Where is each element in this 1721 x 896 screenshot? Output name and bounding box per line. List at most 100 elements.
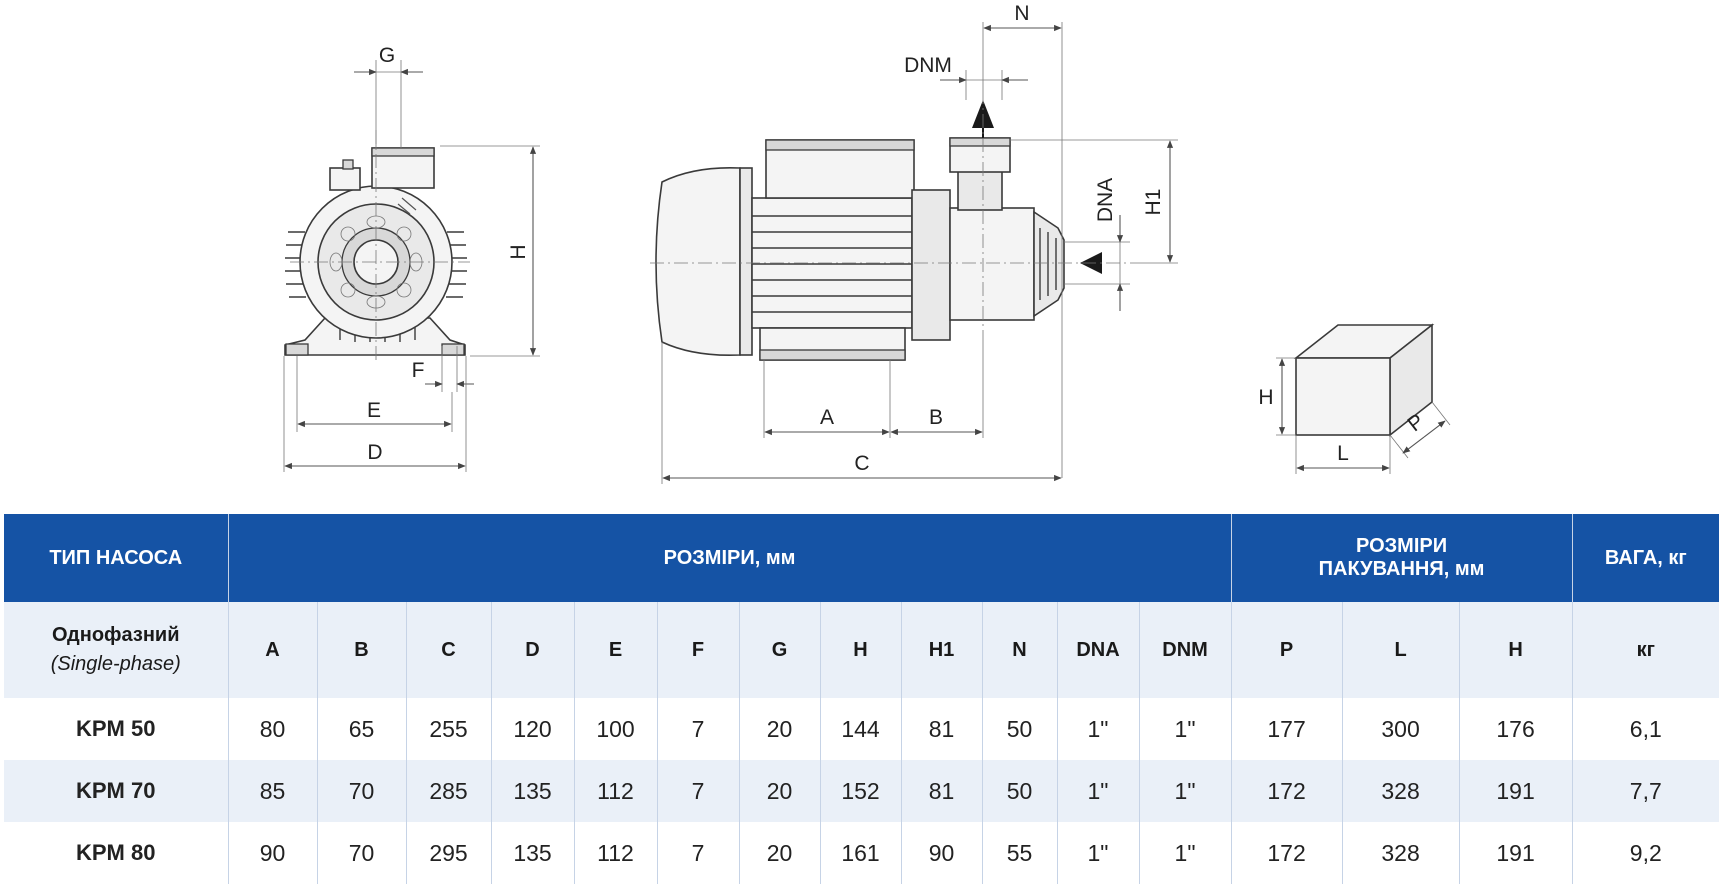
table-subheader-row: Однофазний (Single-phase) A B C D E F G … xyxy=(4,602,1720,698)
table-cell: 50 xyxy=(982,698,1058,760)
side-view-drawing: N DNM DNA H1 A B C xyxy=(650,2,1178,484)
table-cell: 135 xyxy=(491,760,575,822)
technical-drawings: G H F E D xyxy=(283,2,1451,484)
table-cell: 255 xyxy=(406,698,492,760)
specification-table: ТИП НАСОСА РОЗМІРИ, мм РОЗМІРИ ПАКУВАННЯ… xyxy=(4,514,1720,884)
subheader-type-line1: Однофазний xyxy=(51,624,180,646)
table-row: KPM 70 85 70 285 135 112 7 20 152 81 50 … xyxy=(4,760,1720,822)
table-cell: 7 xyxy=(657,760,740,822)
table-cell: 81 xyxy=(901,698,983,760)
table-cell: 20 xyxy=(739,822,821,884)
table-cell: 81 xyxy=(901,760,983,822)
table-cell: 120 xyxy=(491,698,575,760)
table-row: KPM 50 80 65 255 120 100 7 20 144 81 50 … xyxy=(4,698,1720,760)
subheader-col: DNA xyxy=(1057,602,1140,698)
table-cell: 7 xyxy=(657,822,740,884)
table-cell: 80 xyxy=(228,698,318,760)
side-label-c: C xyxy=(854,452,869,475)
table-cell: 191 xyxy=(1459,822,1573,884)
table-cell: 20 xyxy=(739,760,821,822)
table-cell: 135 xyxy=(491,822,575,884)
packaging-box-drawing: H L P xyxy=(1258,323,1451,474)
table-cell: 1" xyxy=(1139,822,1232,884)
subheader-type: Однофазний (Single-phase) xyxy=(4,602,229,698)
subheader-col: E xyxy=(574,602,658,698)
model-cell: KPM 70 xyxy=(4,760,229,822)
table-cell: 90 xyxy=(901,822,983,884)
subheader-col: P xyxy=(1231,602,1343,698)
subheader-col: A xyxy=(228,602,318,698)
subheader-col: L xyxy=(1342,602,1460,698)
table-cell: 70 xyxy=(317,822,407,884)
model-cell: KPM 50 xyxy=(4,698,229,760)
table-cell: 1" xyxy=(1057,822,1140,884)
subheader-col: H xyxy=(1459,602,1573,698)
header-pump-type: ТИП НАСОСА xyxy=(4,514,229,602)
table-cell: 161 xyxy=(820,822,902,884)
table-cell: 20 xyxy=(739,698,821,760)
table-cell: 7 xyxy=(657,698,740,760)
table-cell: 85 xyxy=(228,760,318,822)
box-label-l: L xyxy=(1337,442,1349,465)
side-label-n: N xyxy=(1014,2,1029,25)
table-cell: 1" xyxy=(1057,760,1140,822)
subheader-col: DNM xyxy=(1139,602,1232,698)
table-cell: 172 xyxy=(1231,822,1343,884)
table-cell: 300 xyxy=(1342,698,1460,760)
table-cell: 172 xyxy=(1231,760,1343,822)
table-cell: 9,2 xyxy=(1572,822,1720,884)
table-cell: 70 xyxy=(317,760,407,822)
side-label-dna: DNA xyxy=(1094,178,1117,222)
table-cell: 144 xyxy=(820,698,902,760)
table-cell: 100 xyxy=(574,698,658,760)
table-cell: 177 xyxy=(1231,698,1343,760)
subheader-col: F xyxy=(657,602,740,698)
header-packaging-line1: РОЗМІРИ xyxy=(1356,535,1448,557)
table-cell: 50 xyxy=(982,760,1058,822)
table-cell: 90 xyxy=(228,822,318,884)
subheader-col: C xyxy=(406,602,492,698)
side-label-b: B xyxy=(929,406,943,429)
side-label-h1: H1 xyxy=(1142,189,1165,216)
front-label-f: F xyxy=(412,359,425,382)
subheader-col: B xyxy=(317,602,407,698)
front-label-e: E xyxy=(367,399,381,422)
table-cell: 7,7 xyxy=(1572,760,1720,822)
front-label-h: H xyxy=(507,244,530,259)
table-header-row: ТИП НАСОСА РОЗМІРИ, мм РОЗМІРИ ПАКУВАННЯ… xyxy=(4,514,1720,602)
table-cell: 152 xyxy=(820,760,902,822)
table-cell: 1" xyxy=(1057,698,1140,760)
header-packaging-line2: ПАКУВАННЯ, мм xyxy=(1318,558,1485,580)
subheader-col: H1 xyxy=(901,602,983,698)
header-packaging: РОЗМІРИ ПАКУВАННЯ, мм xyxy=(1231,514,1573,602)
front-label-g: G xyxy=(379,44,395,67)
subheader-col: D xyxy=(491,602,575,698)
subheader-col: N xyxy=(982,602,1058,698)
table-cell: 328 xyxy=(1342,822,1460,884)
table-cell: 6,1 xyxy=(1572,698,1720,760)
table-cell: 65 xyxy=(317,698,407,760)
table-cell: 112 xyxy=(574,760,658,822)
table-cell: 55 xyxy=(982,822,1058,884)
table-cell: 328 xyxy=(1342,760,1460,822)
table-cell: 285 xyxy=(406,760,492,822)
table-cell: 295 xyxy=(406,822,492,884)
side-label-dnm: DNM xyxy=(904,54,952,77)
table-row: KPM 80 90 70 295 135 112 7 20 161 90 55 … xyxy=(4,822,1720,884)
table-cell: 1" xyxy=(1139,698,1232,760)
subheader-col: G xyxy=(739,602,821,698)
subheader-col: кг xyxy=(1572,602,1720,698)
front-label-d: D xyxy=(367,441,382,464)
subheader-col: H xyxy=(820,602,902,698)
front-view-drawing: G H F E D xyxy=(283,44,540,472)
box-label-h: H xyxy=(1258,386,1273,409)
header-dimensions: РОЗМІРИ, мм xyxy=(228,514,1232,602)
model-cell: KPM 80 xyxy=(4,822,229,884)
table-cell: 191 xyxy=(1459,760,1573,822)
header-weight: ВАГА, кг xyxy=(1572,514,1720,602)
table-cell: 1" xyxy=(1139,760,1232,822)
side-label-a: A xyxy=(820,406,834,429)
subheader-type-line2: (Single-phase) xyxy=(50,653,181,675)
table-cell: 176 xyxy=(1459,698,1573,760)
table-cell: 112 xyxy=(574,822,658,884)
